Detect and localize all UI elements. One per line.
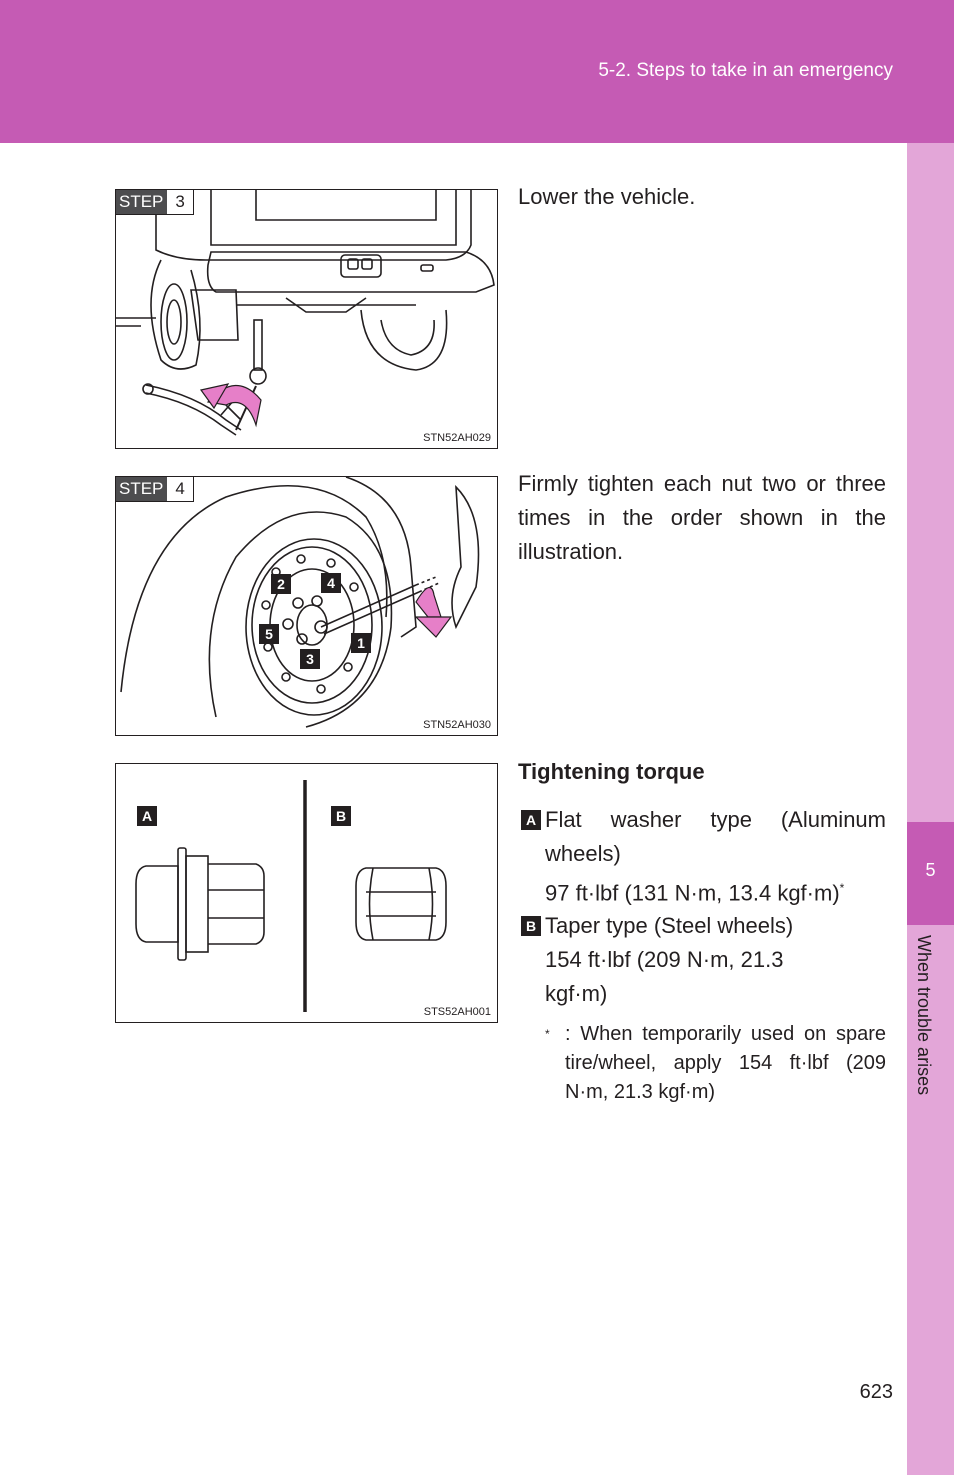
step-number: 4 [167,477,193,501]
page-header: 5-2. Steps to take in an emergency [0,0,954,143]
nut-label-4: 4 [327,575,335,591]
nut-label-1-box [351,633,371,653]
type-b-label: B [521,916,541,936]
figure-code: STN52AH029 [423,432,491,444]
lug-nut-types-illustration: A B STS52AH001 [115,763,498,1023]
footnote-text: : When temporarily used on spare tire/wh… [565,1023,886,1103]
figure-label-a: A [137,806,157,826]
step4-illustration: 1 2 3 4 5 STEP 4 STN52AH030 [115,476,498,736]
chapter-side-tab [907,143,954,1475]
type-a-title: Flat washer type (Aluminum wheels) [545,807,886,866]
step4-text: Firmly tighten each nut two or three tim… [518,471,886,564]
lug-nut-drawing [135,780,447,1012]
figure-label-b: B [331,806,351,826]
type-a-value-row: 97 ft·lbf (131 N·m, 13.4 kgf·m)* [545,871,886,910]
footnote-mark: * [545,1027,550,1041]
type-b-title: Taper type (Steel wheels) [545,913,794,938]
nut-label-4-box [321,573,341,593]
nut-label-5-box [259,624,279,644]
torque-heading: Tightening torque [518,759,705,784]
nut-label-2-box [271,574,291,594]
step-label: STEP [116,477,168,501]
figure-code: STS52AH001 [423,1006,491,1018]
chapter-label: When trouble arises [914,935,934,1096]
step-badge: STEP 4 [116,477,194,502]
nut-label-2: 2 [277,576,285,592]
step3-illustration: STEP 3 STN52AH029 [115,189,498,449]
nut-label-1: 1 [357,635,365,651]
page-number: 623 [859,1381,893,1403]
step-badge: STEP 3 [116,190,194,215]
step3-text: Lower the vehicle. [518,184,696,209]
type-a-value: 97 ft·lbf (131 N·m, 13.4 kgf·m) [545,880,840,906]
nut-label-3: 3 [306,651,314,667]
torque-type-a: A Flat washer type (Aluminum wheels) 97 … [518,803,886,910]
nut-label-3-box [300,649,320,669]
lowering-vehicle-drawing [116,190,495,436]
step-label: STEP [116,190,168,214]
nut-label-5: 5 [265,626,273,642]
type-a-footnote-mark: * [839,881,845,895]
wheel-nut-order-drawing: 1 2 3 4 5 [120,477,480,728]
figure-code: STN52AH030 [423,719,491,731]
type-b-value: 154 ft·lbf (209 N·m, 21.3 kgf·m) [545,947,784,1006]
chapter-number-tab[interactable]: 5 [907,822,954,925]
footnote: * : When temporarily used on spare tire/… [545,1020,886,1107]
type-a-label: A [521,810,541,830]
step-number: 3 [167,190,193,214]
torque-type-b: B Taper type (Steel wheels) 154 ft·lbf (… [518,909,886,1011]
section-title: 5-2. Steps to take in an emergency [598,60,893,81]
